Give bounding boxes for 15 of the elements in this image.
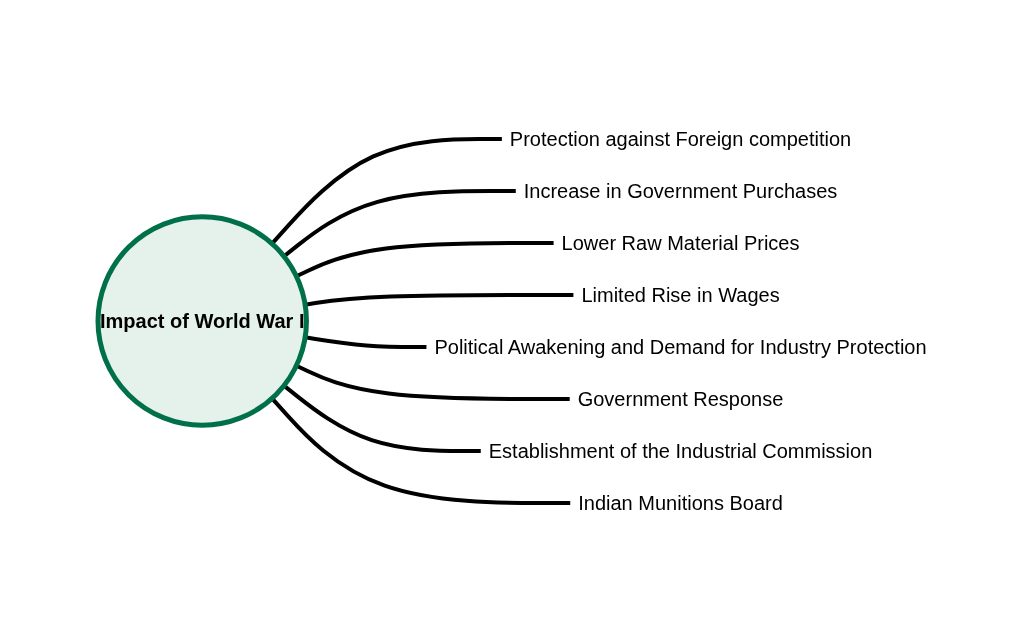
node-text: Political Awakening and Demand for Industry Protection bbox=[434, 335, 927, 358]
node-text: Protection against Foreign competition bbox=[509, 127, 851, 150]
node-text: Establishment of the Industrial Commission bbox=[488, 439, 872, 462]
node-text: Increase in Government Purchases bbox=[523, 179, 837, 202]
connector bbox=[270, 396, 570, 505]
connector bbox=[295, 363, 570, 401]
node-circle: Impact of World War I bbox=[95, 213, 309, 428]
connector bbox=[282, 188, 516, 258]
connector bbox=[282, 383, 481, 453]
node-text: Indian Munitions Board bbox=[577, 491, 783, 514]
node-text: Limited Rise in Wages bbox=[581, 283, 780, 306]
node-text: Government Response bbox=[577, 387, 784, 410]
connector bbox=[295, 240, 554, 278]
node-text: Lower Raw Material Prices bbox=[561, 231, 800, 254]
connector bbox=[270, 136, 502, 245]
